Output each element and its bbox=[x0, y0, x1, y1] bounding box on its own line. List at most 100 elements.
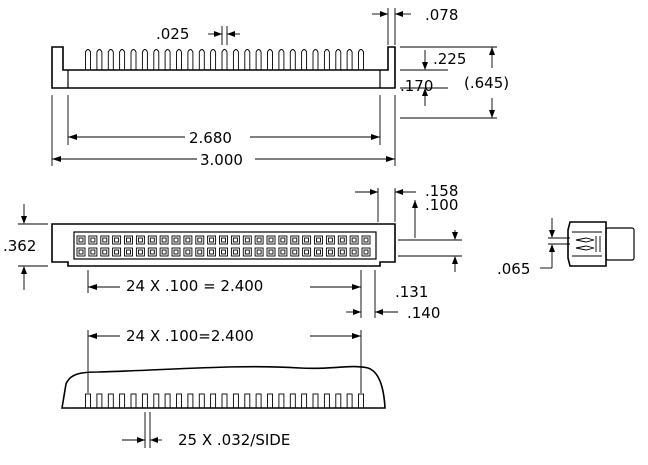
face-contact-inner bbox=[304, 249, 310, 255]
label-overall-length: 3.000 bbox=[200, 151, 243, 169]
face-contact-inner bbox=[173, 237, 179, 243]
label-end-offset-c: .140 bbox=[407, 304, 440, 322]
face-contact-inner bbox=[161, 249, 167, 255]
face-contact-inner bbox=[339, 237, 345, 243]
top-pin bbox=[255, 49, 262, 70]
face-contact-outer bbox=[230, 235, 240, 245]
face-contact-inner bbox=[126, 237, 131, 243]
face-contact-outer bbox=[171, 247, 181, 257]
face-contact-outer bbox=[159, 235, 169, 245]
face-contact-inner bbox=[137, 249, 143, 255]
face-contact-inner bbox=[173, 249, 179, 255]
top-pin bbox=[176, 49, 182, 70]
face-contact-outer bbox=[278, 235, 288, 245]
label-row-offset: .131 bbox=[395, 283, 428, 301]
top-pin bbox=[153, 49, 160, 70]
top-pin bbox=[119, 49, 126, 70]
face-contact-inner bbox=[280, 237, 286, 243]
face-contact-outer bbox=[76, 247, 86, 257]
side-view-body bbox=[567, 221, 607, 267]
face-contact-outer bbox=[361, 247, 371, 257]
label-side-offset: .065 bbox=[497, 260, 530, 278]
face-contact-inner bbox=[126, 249, 131, 255]
face-contact-inner bbox=[114, 249, 120, 255]
side-view: .065 bbox=[497, 218, 635, 278]
face-contact-outer bbox=[254, 235, 264, 245]
face-contact-outer bbox=[100, 247, 110, 257]
face-contact-outer bbox=[124, 235, 133, 245]
top-pin bbox=[335, 49, 342, 70]
bottom-pin bbox=[210, 393, 217, 409]
face-contact-inner bbox=[209, 237, 215, 243]
face-contact-outer bbox=[361, 235, 371, 245]
top-pin bbox=[301, 49, 308, 70]
top-pin bbox=[278, 49, 285, 70]
face-contact-outer bbox=[112, 235, 122, 245]
face-contact-inner bbox=[90, 249, 96, 255]
face-contact-inner bbox=[316, 237, 321, 243]
face-contact-inner bbox=[90, 237, 96, 243]
face-contact-outer bbox=[230, 247, 240, 257]
top-pin bbox=[312, 49, 319, 70]
top-pin bbox=[358, 49, 364, 70]
bottom-pin bbox=[312, 393, 319, 409]
face-contact-outer bbox=[337, 247, 347, 257]
face-contact-inner bbox=[137, 237, 143, 243]
face-contact-outer bbox=[325, 235, 335, 245]
face-contact-inner bbox=[78, 249, 84, 255]
face-contact-inner bbox=[102, 237, 108, 243]
top-pin bbox=[346, 49, 353, 70]
face-contact-inner bbox=[256, 249, 262, 255]
face-contact-inner bbox=[149, 249, 155, 255]
face-contact-inner bbox=[327, 249, 333, 255]
face-contact-outer bbox=[183, 235, 193, 245]
bottom-pin bbox=[323, 393, 330, 409]
face-contact-outer bbox=[207, 247, 217, 257]
face-contact-inner bbox=[339, 249, 345, 255]
bottom-pin bbox=[335, 393, 342, 409]
face-contact-outer bbox=[100, 235, 110, 245]
label-body-height: .362 bbox=[3, 237, 36, 255]
face-contact-inner bbox=[363, 237, 369, 243]
face-contact-outer bbox=[88, 247, 98, 257]
top-pin bbox=[232, 49, 239, 70]
label-body-top: .225 bbox=[433, 50, 466, 68]
front-view-contacts bbox=[76, 235, 371, 257]
bottom-pin bbox=[198, 393, 205, 409]
face-contact-outer bbox=[171, 235, 181, 245]
top-pin bbox=[85, 49, 91, 70]
face-contact-outer bbox=[183, 247, 193, 257]
face-contact-inner bbox=[327, 237, 333, 243]
face-contact-outer bbox=[278, 247, 288, 257]
top-pin bbox=[210, 49, 217, 70]
face-contact-outer bbox=[207, 235, 217, 245]
face-contact-outer bbox=[76, 235, 86, 245]
bottom-view: 24 X .100=2.400 25 X .032/SIDE bbox=[61, 327, 386, 449]
face-contact-outer bbox=[147, 235, 157, 245]
bottom-pin bbox=[278, 393, 285, 409]
label-pin-setback: .078 bbox=[425, 6, 458, 24]
face-contact-inner bbox=[351, 237, 357, 243]
label-body-lower: .170 bbox=[400, 77, 433, 95]
label-pitch-row: 24 X .100 = 2.400 bbox=[126, 277, 263, 295]
bottom-pin bbox=[358, 393, 364, 409]
bottom-pin bbox=[244, 393, 251, 409]
bottom-pin bbox=[176, 393, 182, 409]
bottom-pin bbox=[267, 393, 273, 409]
face-contact-outer bbox=[159, 247, 169, 257]
face-contact-outer bbox=[290, 235, 300, 245]
label-bottom-pitch: 24 X .100=2.400 bbox=[126, 327, 254, 345]
face-contact-outer bbox=[254, 247, 264, 257]
face-contact-outer bbox=[290, 247, 300, 257]
label-pin-width: .025 bbox=[156, 25, 189, 43]
face-contact-inner bbox=[268, 237, 274, 243]
face-contact-inner bbox=[221, 237, 226, 243]
face-contact-outer bbox=[349, 235, 359, 245]
bottom-pin bbox=[85, 393, 91, 409]
bottom-pin bbox=[301, 393, 308, 409]
face-contact-outer bbox=[219, 235, 228, 245]
face-contact-outer bbox=[112, 247, 122, 257]
label-end-offset-b: .100 bbox=[425, 196, 458, 214]
face-contact-inner bbox=[161, 237, 167, 243]
top-pin bbox=[187, 49, 194, 70]
